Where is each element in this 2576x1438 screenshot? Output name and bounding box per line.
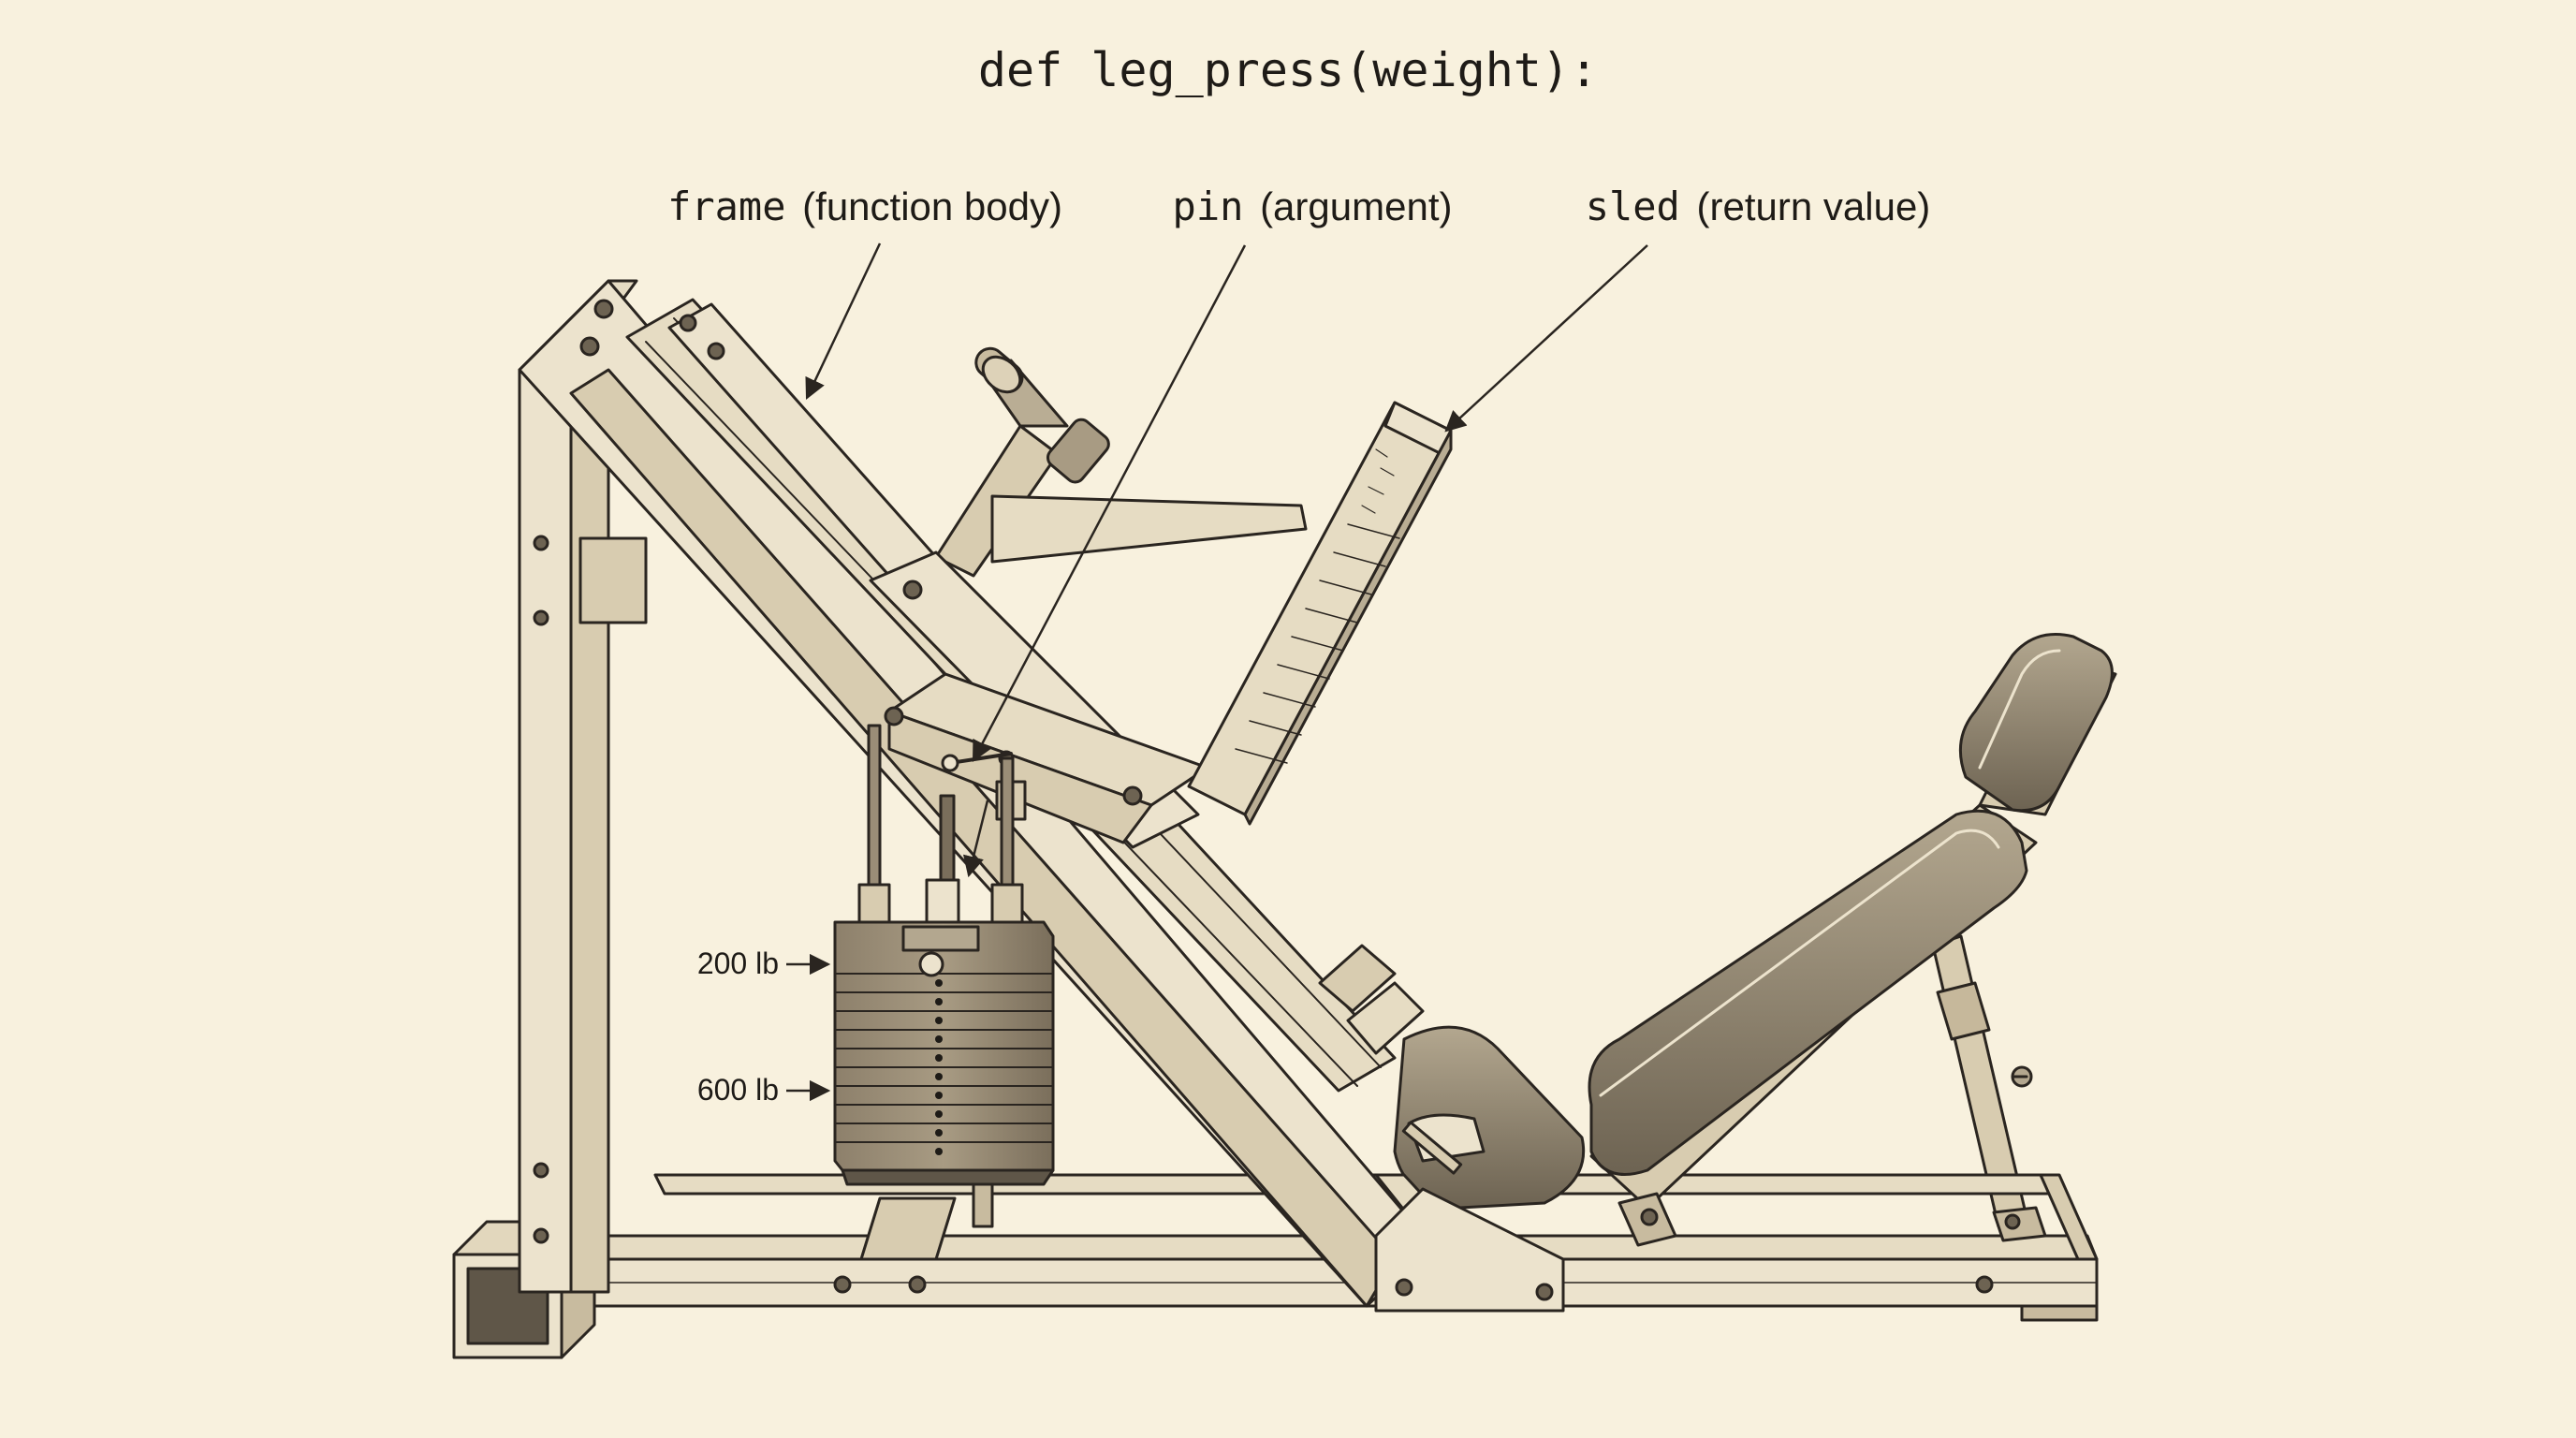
svg-text:sled (return value): sled (return value) bbox=[1586, 183, 1931, 229]
handle-bar bbox=[934, 346, 1308, 578]
label-sled: sled (return value) bbox=[1586, 183, 1931, 229]
label-pin: pin (argument) bbox=[1173, 183, 1453, 229]
arrow-pin-stack bbox=[962, 800, 989, 878]
arrow-frame bbox=[805, 242, 882, 401]
stack-guide-rods bbox=[857, 724, 1024, 929]
label-pin-note: (argument) bbox=[1260, 184, 1452, 228]
weight-label-bottom: 600 lb bbox=[697, 1073, 779, 1107]
leg-press-machine bbox=[452, 279, 2117, 1359]
pivot-plate bbox=[1374, 1187, 1565, 1313]
arrow-sled bbox=[1444, 244, 1648, 433]
lower-carriage bbox=[1318, 944, 1425, 1055]
callout-arrows bbox=[786, 242, 1648, 1102]
label-frame: frame (function body) bbox=[667, 183, 1062, 229]
label-sled-code: sled bbox=[1586, 183, 1680, 229]
seat-feet bbox=[1992, 1206, 2047, 1242]
weight-stack bbox=[833, 920, 1055, 1228]
svg-text:frame (function body): frame (function body) bbox=[667, 183, 1062, 229]
headrest bbox=[1958, 633, 2117, 816]
arrow-pin bbox=[972, 244, 1247, 762]
vertical-post bbox=[518, 279, 648, 1294]
seat bbox=[1588, 803, 2038, 1247]
sled-carriage bbox=[869, 550, 1209, 849]
function-signature-title: def leg_press(weight): bbox=[978, 43, 1598, 97]
label-frame-note: (function body) bbox=[802, 184, 1062, 228]
weight-label-top: 200 lb bbox=[697, 946, 779, 980]
label-sled-note: (return value) bbox=[1697, 184, 1931, 228]
label-pin-code: pin bbox=[1173, 183, 1244, 229]
label-frame-code: frame bbox=[667, 183, 785, 229]
svg-text:pin (argument): pin (argument) bbox=[1173, 183, 1453, 229]
footplate bbox=[1187, 401, 1453, 826]
